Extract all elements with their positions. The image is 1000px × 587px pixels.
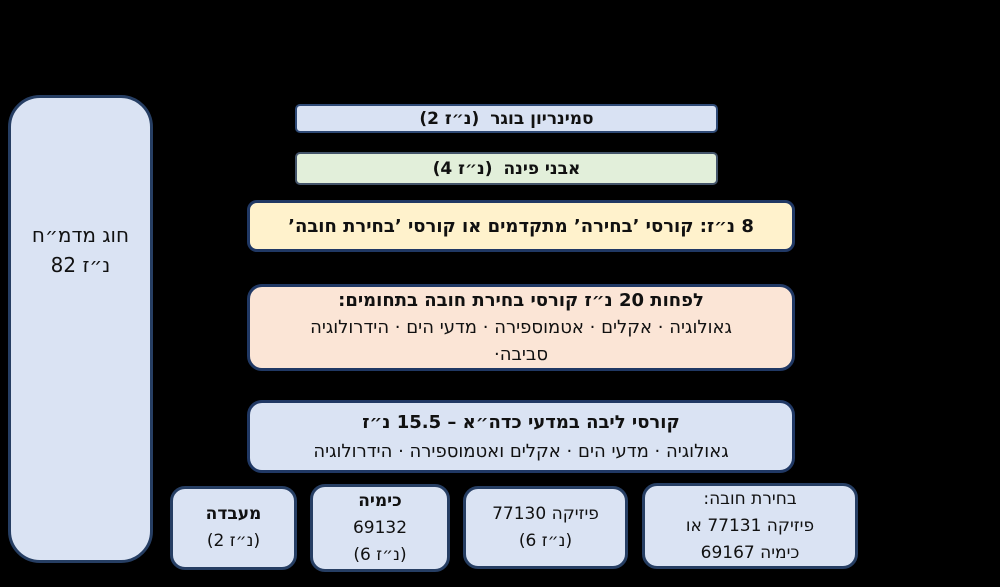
major-credits: 82 נ״ז <box>50 253 111 277</box>
core-courses-box: קורסי ליבה במדעי כדה״א – 15.5 נ״ז גאולוג… <box>247 400 795 473</box>
physics-title: פיזיקה 77130 <box>492 503 599 524</box>
seminar-box: סמינריון בוגר (2 נ״ז) <box>295 104 718 133</box>
chemistry-course-code: 69132 <box>352 517 408 538</box>
physics-credits: (6 נ״ז) <box>518 530 573 551</box>
required-electives-fields: גאולוגיה · אקלים · אטמוספירה · מדעי הים … <box>310 317 732 338</box>
core-courses-title: קורסי ליבה במדעי כדה״א – 15.5 נ״ז <box>362 411 680 433</box>
required-choice-option-physics: פיזיקה 77131 או <box>685 515 815 536</box>
physics-box: פיזיקה 77130 (6 נ״ז) <box>463 486 628 569</box>
cornerstones-title: אבני פינה <box>503 158 581 179</box>
cornerstones-label: אבני פינה (4 נ״ז) <box>297 159 716 179</box>
required-electives-title: לפחות 20 נ״ז קורסי בחירת חובה בתחומים: <box>338 290 704 311</box>
cornerstones-credits: (4 נ״ז) <box>432 158 493 179</box>
lab-box: מעבדה (2 נ״ז) <box>170 486 297 570</box>
cornerstones-box: אבני פינה (4 נ״ז) <box>295 152 718 185</box>
chemistry-credits: (6 נ״ז) <box>353 544 407 565</box>
required-choice-box: בחירת חובה: פיזיקה 77131 או כימיה 69167 <box>642 483 858 569</box>
seminar-credits: (2 נ״ז) <box>419 108 480 129</box>
required-choice-title: בחירת חובה: <box>703 488 797 509</box>
lab-title: מעבדה <box>205 504 262 524</box>
major-total-box: חוג מדמ״ח 82 נ״ז <box>8 95 153 563</box>
required-choice-option-chemistry: כימיה 69167 <box>700 542 800 563</box>
chemistry-box: כימיה 69132 (6 נ״ז) <box>310 484 450 572</box>
required-electives-box: לפחות 20 נ״ז קורסי בחירת חובה בתחומים: ג… <box>247 284 795 371</box>
advanced-electives-box: 8 נ״ז: קורסי ’בחירה’ מתקדמים או קורסי ’ב… <box>247 200 795 252</box>
core-courses-fields: גאולוגיה · מדעי הים · אקלים ואטמוספירה ·… <box>313 440 729 462</box>
seminar-label: סמינריון בוגר (2 נ״ז) <box>297 109 716 129</box>
lab-credits: (2 נ״ז) <box>206 531 261 551</box>
seminar-title: סמינריון בוגר <box>490 108 594 129</box>
major-title: חוג מדמ״ח <box>31 223 130 247</box>
chemistry-title: כימיה <box>358 490 402 511</box>
advanced-electives-label: 8 נ״ז: קורסי ’בחירה’ מתקדמים או קורסי ’ב… <box>288 215 754 237</box>
required-electives-fields-cont: סביבה· <box>494 344 548 365</box>
